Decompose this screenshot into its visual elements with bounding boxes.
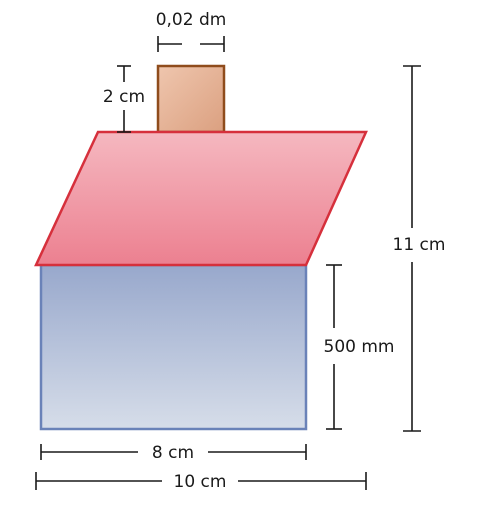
total-width-label: 10 cm bbox=[174, 472, 227, 492]
chimney-width-dimension bbox=[157, 36, 225, 52]
wall-height-dimension bbox=[326, 264, 342, 430]
roof bbox=[34, 130, 368, 267]
chimney-height-dimension bbox=[117, 65, 131, 133]
wall-height-label: 500 mm bbox=[324, 337, 395, 357]
chimney-height-label: 2 cm bbox=[103, 87, 145, 107]
chimney-width-label: 0,02 dm bbox=[156, 10, 227, 30]
house-width-dimension bbox=[40, 444, 307, 460]
total-width-dimension bbox=[35, 472, 367, 490]
house-wall bbox=[39, 263, 308, 431]
chimney bbox=[156, 64, 226, 134]
house-width-label: 8 cm bbox=[152, 443, 194, 463]
total-height-label: 11 cm bbox=[393, 235, 446, 255]
dimension-lines bbox=[35, 36, 421, 490]
total-height-dimension bbox=[403, 65, 421, 432]
